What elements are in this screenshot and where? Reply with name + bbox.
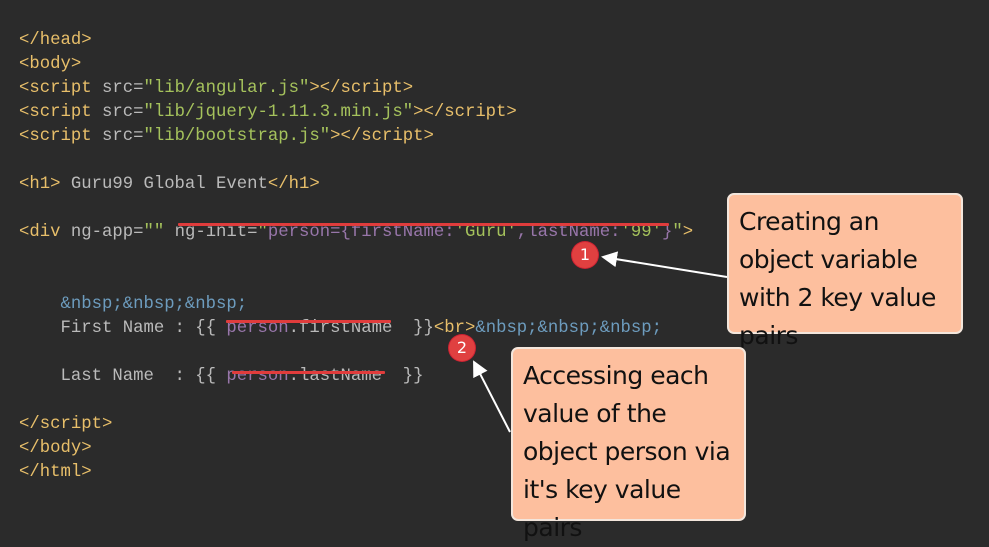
code-token-tag: </body> (19, 439, 92, 458)
code-line: <script src="lib/angular.js"></script> (19, 77, 693, 101)
code-token-tag: <script (19, 103, 102, 122)
code-line: <div ng-app="" ng-init="person={firstNam… (19, 221, 693, 245)
code-token-str: "lib/angular.js" (143, 79, 310, 98)
code-token-txt: .firstName }} (288, 319, 434, 338)
arrow-2 (473, 360, 511, 433)
code-token-ent: &nbsp;&nbsp;&nbsp; (60, 295, 248, 314)
callout-2: Accessing each value of the object perso… (511, 347, 746, 542)
code-line: First Name : {{ person.firstName }}<br>&… (19, 317, 693, 341)
underline-ng-init (178, 223, 669, 226)
code-token-str: " (257, 223, 268, 242)
code-token-attr: src= (101, 127, 144, 146)
code-token-tag: ></script> (330, 127, 434, 146)
code-token-str: "lib/jquery-1.11.3.min.js" (143, 103, 414, 122)
code-token-tag: <body> (19, 55, 82, 74)
code-token-tag: <br> (433, 319, 476, 338)
code-token-attr: src= (101, 79, 144, 98)
code-token-str: "" (143, 223, 175, 242)
code-token-tag: </head> (19, 31, 92, 50)
code-token-tag: </h1> (267, 175, 320, 194)
code-token-tag: </script> (19, 415, 113, 434)
code-line: <script src="lib/jquery-1.11.3.min.js"><… (19, 101, 693, 125)
callout-1: Creating an object variable with 2 key v… (727, 193, 963, 350)
code-token-var: ,lastName: (516, 223, 621, 242)
code-token-var: } (662, 223, 673, 242)
badge-2: 2 (449, 335, 475, 361)
code-token-var: person (226, 319, 289, 338)
code-token-tag: <h1> (19, 175, 61, 194)
code-token-tag: <script (19, 79, 102, 98)
code-token-tag: <div (19, 223, 71, 242)
code-token-str: "lib/bootstrap.js" (143, 127, 331, 146)
code-line: <h1> Guru99 Global Event</h1> (19, 173, 693, 197)
code-token-attr: ng-app= (70, 223, 144, 242)
badge-1: 1 (572, 242, 598, 268)
code-token-attr: src= (101, 103, 144, 122)
code-token-tag: </html> (19, 463, 92, 482)
code-line: </body> (19, 437, 693, 461)
code-token-txt: Last Name : {{ (19, 367, 227, 386)
code-token-attr: ng-init= (174, 223, 258, 242)
code-token-txt: Guru99 Global Event (60, 175, 268, 194)
code-token-txt: First Name : {{ (19, 319, 227, 338)
underline-lastname (232, 371, 385, 374)
code-token-str: 'Guru' (454, 223, 517, 242)
code-token-tag: ></script> (309, 79, 414, 98)
code-token-tag: > (682, 223, 694, 242)
underline-firstname (226, 320, 391, 323)
code-line: <script src="lib/bootstrap.js"></script> (19, 125, 693, 149)
code-line: &nbsp;&nbsp;&nbsp; (19, 293, 693, 317)
code-line: <body> (19, 53, 693, 77)
code-token-tag: <script (19, 127, 102, 146)
code-line: </head> (19, 29, 693, 53)
code-token-tag: ></script> (413, 103, 517, 122)
code-line: </script> (19, 413, 693, 437)
code-line: </html> (19, 461, 693, 485)
code-token-str: '99' (620, 223, 663, 242)
arrow-1 (601, 251, 728, 278)
code-token-str: " (672, 223, 683, 242)
code-token-var: person={firstName: (267, 223, 455, 242)
code-editor: </head><body><script src="lib/angular.js… (19, 5, 693, 485)
code-token-ent: &nbsp;&nbsp;&nbsp; (475, 319, 662, 338)
